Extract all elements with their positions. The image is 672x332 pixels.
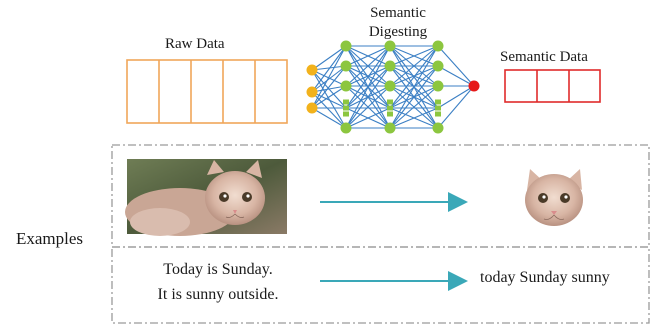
network-hidden-node <box>432 40 444 52</box>
raw-data-label: Raw Data <box>165 36 225 52</box>
network-edge <box>389 45 439 67</box>
network-edge <box>311 91 347 109</box>
network-ellipsis-node <box>435 111 441 117</box>
network-edge <box>389 85 439 129</box>
network-ellipsis-node <box>387 111 393 117</box>
network-edge <box>345 85 391 129</box>
network-edge <box>345 65 391 87</box>
network-edge <box>311 45 347 93</box>
network-edge <box>311 85 347 109</box>
example-text-result: today Sunday sunny <box>480 269 610 286</box>
network-hidden-node <box>384 60 396 72</box>
raw-data-box <box>126 59 288 124</box>
network-edge <box>311 85 347 93</box>
network-input-node <box>306 64 318 76</box>
network-edge <box>311 45 347 71</box>
network-edge <box>389 107 439 129</box>
examples-label: Examples <box>16 229 84 248</box>
network-edge <box>345 107 391 129</box>
network-edge <box>345 45 391 67</box>
network-hidden-node <box>384 122 396 134</box>
semantic-data-label: Semantic Data <box>500 49 588 65</box>
network-edge <box>345 45 391 87</box>
network-edge <box>311 69 347 129</box>
network-edge <box>311 65 347 109</box>
network-edge <box>311 65 347 93</box>
cat-face <box>525 169 583 226</box>
network-hidden-node <box>340 80 352 92</box>
network-ellipsis-node <box>343 99 349 105</box>
network-edge <box>437 65 475 87</box>
network-edge <box>389 65 439 87</box>
network-ellipsis-node <box>435 99 441 105</box>
example-text-line1: Today is Sunday. <box>163 261 273 278</box>
network-hidden-node <box>340 40 352 52</box>
network-ellipsis-node <box>387 105 393 111</box>
network-hidden-node <box>432 122 444 134</box>
network-edge <box>437 85 475 129</box>
network-edge <box>389 45 439 109</box>
network-edges <box>311 45 475 129</box>
network-hidden-node <box>340 122 352 134</box>
network-edge <box>345 45 391 109</box>
network-edge <box>311 65 347 71</box>
semantic-digesting-label-line1: Semantic <box>370 5 426 21</box>
network-edge <box>345 65 391 129</box>
network-hidden-node <box>384 80 396 92</box>
network-edge <box>311 45 347 109</box>
network-nodes <box>306 40 480 134</box>
cat-photo <box>125 159 287 236</box>
network-edge <box>437 45 475 87</box>
network-edge <box>389 45 439 129</box>
network-edge <box>389 65 439 129</box>
semantic-digesting-label-line2: Digesting <box>368 24 428 40</box>
network-edge <box>345 45 391 129</box>
network-output-node <box>468 80 480 92</box>
network-edge <box>437 85 475 109</box>
network-ellipsis-node <box>387 99 393 105</box>
network-input-node <box>306 102 318 114</box>
network-edge <box>389 45 439 87</box>
network-ellipsis-node <box>343 105 349 111</box>
semantic-data-box <box>504 69 601 103</box>
network-hidden-node <box>340 60 352 72</box>
examples-frame-text <box>111 246 650 324</box>
network-edge <box>311 107 347 129</box>
network-hidden-node <box>432 60 444 72</box>
network-input-node <box>306 86 318 98</box>
network-hidden-node <box>384 40 396 52</box>
network-hidden-node <box>432 80 444 92</box>
example-text-line2: It is sunny outside. <box>157 286 279 303</box>
network-ellipsis-node <box>435 105 441 111</box>
network-ellipsis-node <box>343 111 349 117</box>
